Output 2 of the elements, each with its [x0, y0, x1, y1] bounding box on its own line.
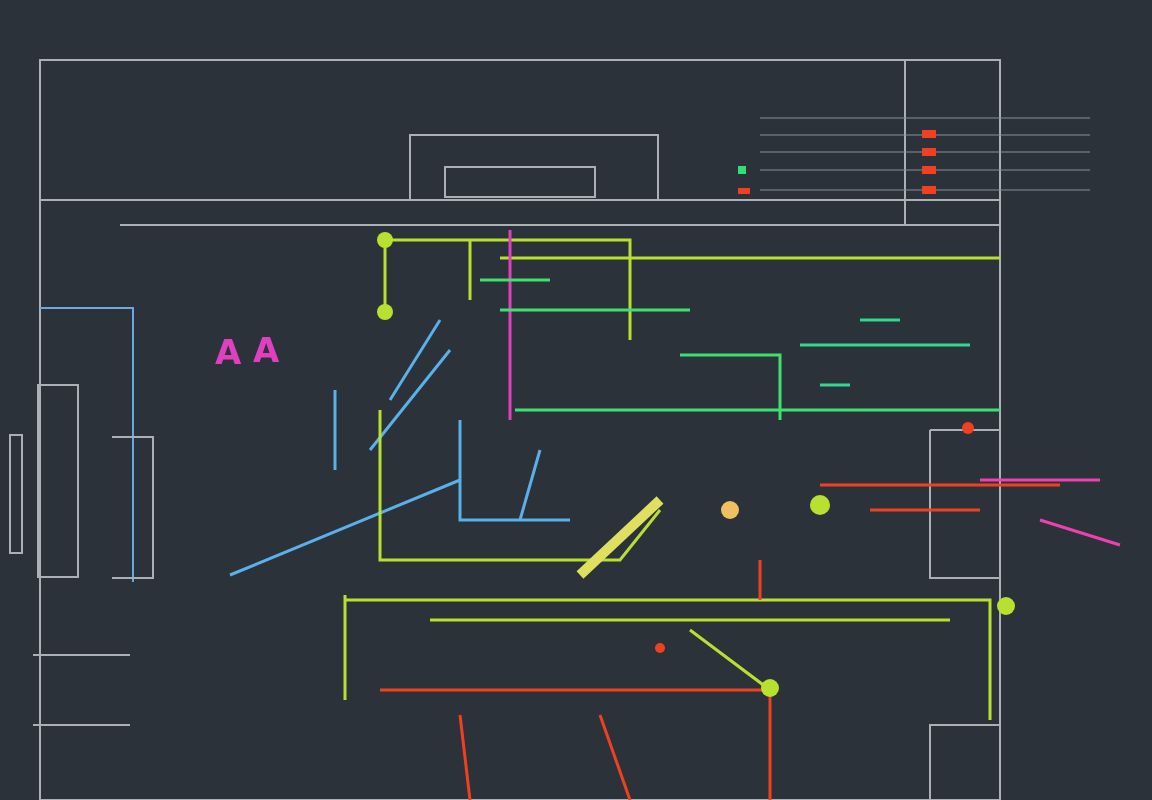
- player-marker-letter: A: [253, 333, 280, 367]
- player-marker-letter: A: [215, 335, 242, 369]
